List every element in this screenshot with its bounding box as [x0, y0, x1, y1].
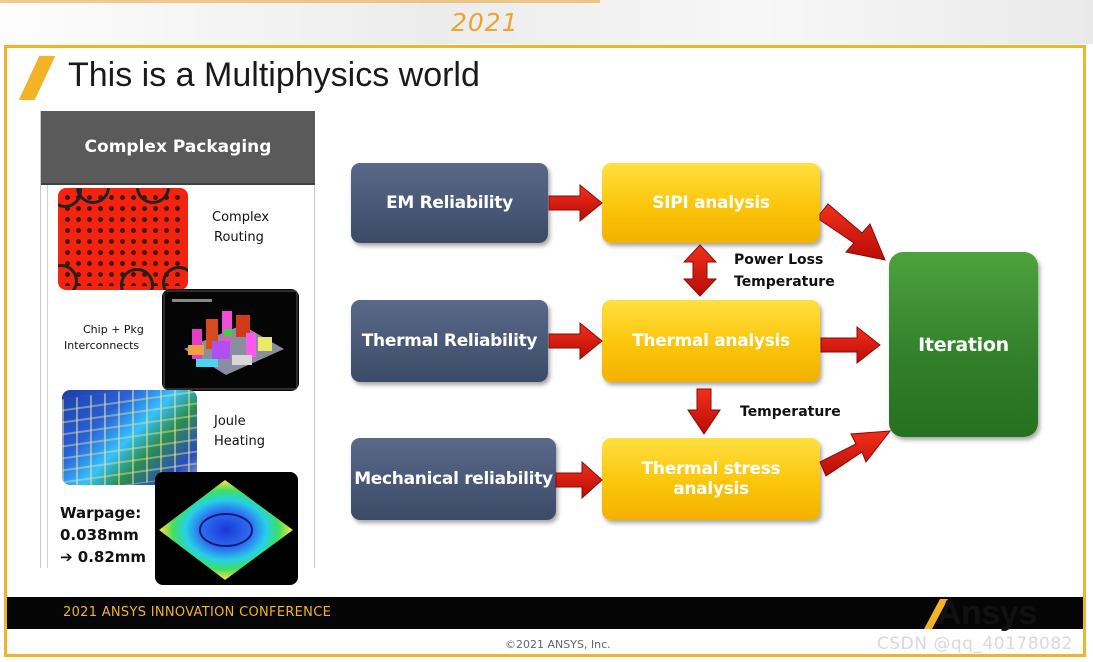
- arrow-mech-to-stress: [555, 460, 603, 500]
- warpage-render: [159, 480, 293, 580]
- joule-label-line2: Heating: [214, 434, 265, 449]
- joule-heating-image: [62, 390, 197, 485]
- packaging-panel-heading: Complex Packaging: [41, 111, 315, 185]
- routing-image: [58, 188, 188, 290]
- sipi-analysis-box: SIPI analysis: [602, 163, 820, 243]
- warpage-label-line3: ➔ 0.82mm: [60, 548, 147, 566]
- arrow-sipi-to-iteration: [819, 203, 886, 261]
- footer-bar: [7, 597, 1083, 629]
- routing-via-hole: [58, 264, 78, 290]
- copyright-text: ©2021 ANSYS, Inc.: [505, 638, 611, 651]
- top-accent-line: [0, 0, 600, 3]
- temperature-label-lower: Temperature: [740, 404, 841, 420]
- thermal-stress-analysis-box: Thermal stress analysis: [602, 438, 820, 520]
- routing-label-line1: Complex: [212, 210, 270, 225]
- interconnect-label-line1: Chip + Pkg: [83, 323, 144, 336]
- arrow-sipi-thermal-bidirectional: [682, 244, 718, 297]
- routing-via-hole: [162, 266, 188, 290]
- header-year: 2021: [451, 8, 519, 37]
- slide-title: This is a Multiphysics world: [68, 56, 480, 94]
- conference-name: 2021 ANSYS INNOVATION CONFERENCE: [63, 605, 332, 620]
- thermal-analysis-box: Thermal analysis: [602, 300, 820, 382]
- warpage-image: [155, 472, 298, 585]
- routing-via-hole: [120, 268, 154, 290]
- arrow-em-to-sipi: [548, 183, 603, 223]
- packaging-panel: Complex Packaging: [40, 111, 315, 568]
- joule-label-line1: Joule: [214, 414, 246, 429]
- routing-pattern: [62, 192, 184, 286]
- interconnect-label-line2: Interconnects: [64, 339, 140, 352]
- arrow-thermal-to-iteration: [820, 325, 881, 365]
- interconnect-render: [163, 290, 298, 390]
- temperature-label-upper: Temperature: [734, 274, 835, 290]
- warpage-label-line2: 0.038mm: [60, 526, 139, 544]
- panel-divider: [47, 185, 48, 568]
- top-banner: [0, 0, 1093, 44]
- arrow-thermal-rel-to-thermal: [548, 321, 603, 361]
- iteration-box: Iteration: [889, 252, 1038, 437]
- warpage-label-line1: Warpage:: [60, 504, 142, 522]
- arrow-stress-to-iteration: [819, 430, 892, 477]
- routing-label-line2: Routing: [214, 230, 264, 245]
- power-loss-label: Power Loss: [734, 252, 824, 268]
- mechanical-reliability-box: Mechanical reliability: [351, 438, 556, 520]
- em-reliability-box: EM Reliability: [351, 163, 548, 243]
- watermark-text: CSDN @qq_40178082: [877, 634, 1073, 654]
- ansys-logo: Ansys: [937, 594, 1037, 632]
- thermal-reliability-box: Thermal Reliability: [351, 300, 548, 382]
- arrow-thermal-to-stress: [687, 388, 721, 435]
- interconnect-3d-image: [162, 289, 299, 391]
